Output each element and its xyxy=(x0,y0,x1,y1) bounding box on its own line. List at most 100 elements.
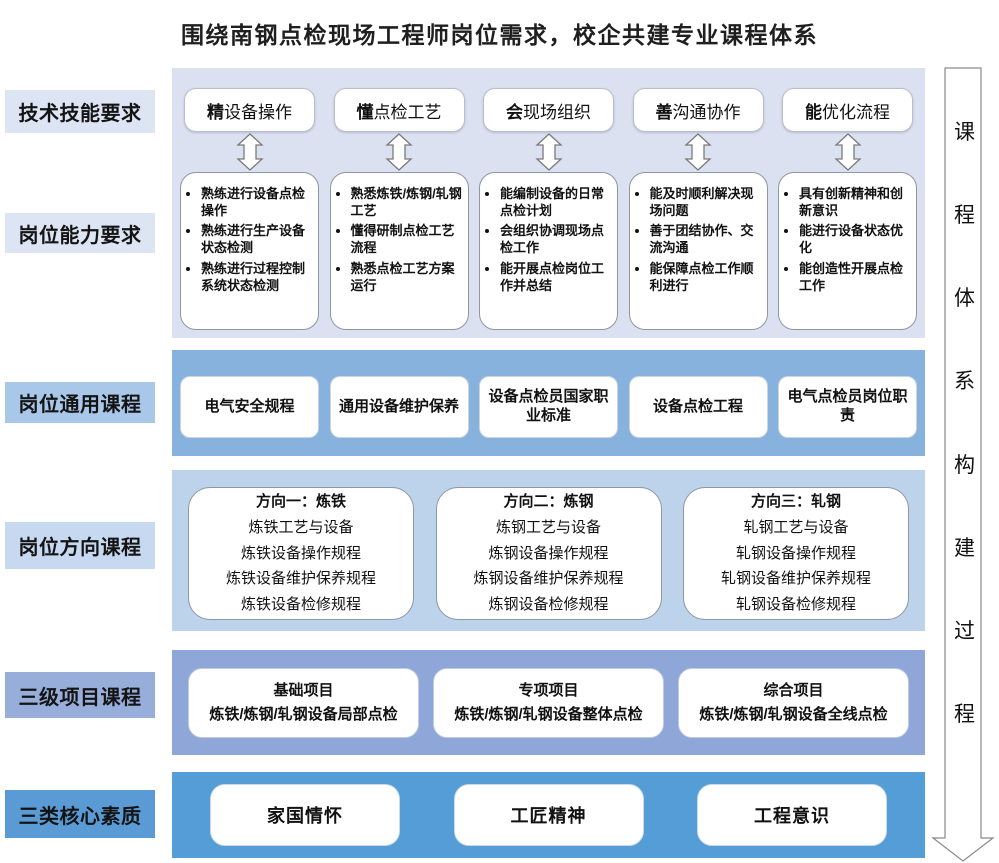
skill-prefix: 懂 xyxy=(356,102,374,122)
process-char: 程 xyxy=(954,702,975,726)
skill-box-process-optimization: 能优化流程 xyxy=(782,88,913,132)
direction-title: 方向二：炼钢 xyxy=(503,493,594,510)
ability-item: 熟练进行生产设备状态检测 xyxy=(201,222,314,256)
skill-rest: 优化流程 xyxy=(822,102,890,122)
skill-prefix: 能 xyxy=(805,102,822,122)
skill-prefix: 会 xyxy=(506,102,523,122)
process-char: 体 xyxy=(954,287,975,311)
row-label-tech-skill-requirements: 技术技能要求 xyxy=(5,90,155,133)
direction-line: 轧钢设备维护保养规程 xyxy=(720,570,871,588)
row-label-text: 技术技能要求 xyxy=(18,103,142,125)
skill-prefix: 善 xyxy=(655,102,673,122)
project-title: 基础项目 xyxy=(273,682,334,699)
direction-box-rolling: 方向三：轧钢 轧钢工艺与设备 轧钢设备操作规程 轧钢设备维护保养规程 轧钢设备检… xyxy=(683,487,909,620)
direction-line: 炼钢工艺与设备 xyxy=(495,518,601,536)
project-title: 专项项目 xyxy=(518,682,579,699)
ability-item: 熟练进行过程控制系统状态检测 xyxy=(201,260,314,294)
course-box-inspector-duties: 电气点检员岗位职责 xyxy=(778,376,917,438)
course-box-equipment-maintenance: 通用设备维护保养 xyxy=(329,376,469,438)
process-char: 课 xyxy=(954,121,975,144)
project-courses-row: 基础项目 炼铁/炼钢/轧钢设备局部点检 专项项目 炼铁/炼钢/轧钢设备整体点检 … xyxy=(188,668,909,738)
ability-box-3: 能编制设备的日常点检计划 会组织协调现场点检工作 能开展点检岗位工作并总结 xyxy=(479,172,618,330)
process-char: 过 xyxy=(954,619,975,643)
direction-line: 炼铁设备维护保养规程 xyxy=(225,570,376,588)
direction-line: 炼钢设备维护保养规程 xyxy=(473,570,624,588)
ability-item: 熟悉炼铁/炼钢/轧钢工艺 xyxy=(351,185,464,219)
ability-item: 熟练进行设备点检操作 xyxy=(201,185,314,219)
project-subtitle: 炼铁/炼钢/轧钢设备全线点检 xyxy=(699,706,888,723)
ability-box-4: 能及时顺利解决现场问题 善于团结协作、交流沟通 能保障点检工作顺利进行 xyxy=(628,172,768,330)
quality-box-craftsmanship: 工匠精神 xyxy=(453,784,644,846)
project-box-comprehensive: 综合项目 炼铁/炼钢/轧钢设备全线点检 xyxy=(678,668,909,738)
skill-prefix: 精 xyxy=(207,102,224,122)
band-project-courses: 基础项目 炼铁/炼钢/轧钢设备局部点检 专项项目 炼铁/炼钢/轧钢设备整体点检 … xyxy=(172,650,925,755)
process-arrow-shape xyxy=(931,67,995,862)
skill-box-site-organization: 会现场组织 xyxy=(483,88,614,132)
general-courses-row: 电气安全规程 通用设备维护保养 设备点检员国家职业标准 设备点检工程 电气点检员… xyxy=(180,376,917,438)
ability-box-1: 熟练进行设备点检操作 熟练进行生产设备状态检测 熟练进行过程控制系统状态检测 xyxy=(180,172,319,330)
ability-item: 善于团结协作、交流沟通 xyxy=(650,222,763,256)
ability-item: 熟悉点检工艺方案运行 xyxy=(351,260,464,294)
ability-box-2: 熟悉炼铁/炼钢/轧钢工艺 懂得研制点检工艺流程 熟悉点检工艺方案运行 xyxy=(329,172,469,330)
process-arrow-label: 课 程 体 系 构 建 过 程 xyxy=(930,68,999,803)
direction-line: 炼铁设备检修规程 xyxy=(240,596,361,614)
skill-rest: 点检工艺 xyxy=(373,102,442,122)
skill-rest: 设备操作 xyxy=(224,102,292,122)
row-label-text: 岗位通用课程 xyxy=(18,394,142,416)
skill-rest: 现场组织 xyxy=(523,102,591,122)
direction-line: 轧钢工艺与设备 xyxy=(743,518,849,536)
direction-line: 炼铁工艺与设备 xyxy=(248,518,354,536)
direction-box-ironmaking: 方向一：炼铁 炼铁工艺与设备 炼铁设备操作规程 炼铁设备维护保养规程 炼铁设备检… xyxy=(188,487,414,620)
row-label-general-courses: 岗位通用课程 xyxy=(5,382,155,423)
process-char: 程 xyxy=(954,204,975,228)
process-char: 建 xyxy=(954,536,975,560)
band-core-qualities: 家国情怀 工匠精神 工程意识 xyxy=(172,772,925,858)
skill-box-communication: 善沟通协作 xyxy=(632,88,764,132)
direction-title: 方向三：轧钢 xyxy=(750,493,841,510)
direction-courses-row: 方向一：炼铁 炼铁工艺与设备 炼铁设备操作规程 炼铁设备维护保养规程 炼铁设备检… xyxy=(188,487,909,620)
band-direction-courses: 方向一：炼铁 炼铁工艺与设备 炼铁设备操作规程 炼铁设备维护保养规程 炼铁设备检… xyxy=(172,470,925,631)
row-label-post-ability-requirements: 岗位能力要求 xyxy=(5,213,155,253)
double-arrow-icon xyxy=(684,133,712,171)
ability-item: 会组织协调现场点检工作 xyxy=(500,222,613,256)
skill-rest: 沟通协作 xyxy=(672,102,741,122)
direction-line: 炼铁设备操作规程 xyxy=(240,544,361,562)
ability-item: 能及时顺利解决现场问题 xyxy=(650,185,763,219)
ability-item: 具有创新精神和创新意识 xyxy=(799,185,912,219)
ability-item: 能保障点检工作顺利进行 xyxy=(650,260,763,294)
direction-box-steelmaking: 方向二：炼钢 炼钢工艺与设备 炼钢设备操作规程 炼钢设备维护保养规程 炼钢设备检… xyxy=(435,487,662,620)
skill-ability-arrows xyxy=(180,133,917,171)
direction-line: 炼钢设备操作规程 xyxy=(488,544,609,562)
direction-line: 炼钢设备检修规程 xyxy=(488,596,609,614)
project-subtitle: 炼铁/炼钢/轧钢设备局部点检 xyxy=(209,706,398,723)
process-char: 构 xyxy=(954,453,975,477)
abilities-row: 熟练进行设备点检操作 熟练进行生产设备状态检测 熟练进行过程控制系统状态检测 熟… xyxy=(180,172,917,330)
quality-box-patriotism: 家国情怀 xyxy=(210,784,400,846)
double-arrow-icon xyxy=(385,133,413,171)
row-label-direction-courses: 岗位方向课程 xyxy=(5,522,155,569)
double-arrow-icon xyxy=(235,133,264,171)
row-label-core-qualities: 三类核心素质 xyxy=(5,790,155,838)
project-subtitle: 炼铁/炼钢/轧钢设备整体点检 xyxy=(454,706,643,723)
double-arrow-icon xyxy=(534,133,563,171)
core-qualities-row: 家国情怀 工匠精神 工程意识 xyxy=(210,784,887,846)
ability-item: 能编制设备的日常点检计划 xyxy=(500,185,613,219)
direction-line: 轧钢设备操作规程 xyxy=(735,544,856,562)
row-label-text: 岗位能力要求 xyxy=(18,224,142,247)
course-box-inspection-engineering: 设备点检工程 xyxy=(628,376,768,438)
project-title: 综合项目 xyxy=(763,682,824,699)
skill-box-inspection-craft: 懂点检工艺 xyxy=(333,88,465,132)
project-box-basic: 基础项目 炼铁/炼钢/轧钢设备局部点检 xyxy=(188,668,419,738)
course-box-national-standard: 设备点检员国家职业标准 xyxy=(479,376,618,438)
ability-item: 能进行设备状态优化 xyxy=(799,222,912,256)
direction-title: 方向一：炼铁 xyxy=(255,493,346,510)
row-label-text: 三类核心素质 xyxy=(18,805,142,828)
project-box-special: 专项项目 炼铁/炼钢/轧钢设备整体点检 xyxy=(433,668,664,738)
ability-item: 懂得研制点检工艺流程 xyxy=(351,222,464,256)
row-label-text: 三级项目课程 xyxy=(18,686,142,709)
skills-row: 精设备操作 懂点检工艺 会现场组织 善沟通协作 能优化流程 xyxy=(180,88,917,132)
process-char: 系 xyxy=(954,370,975,394)
quality-box-engineering-awareness: 工程意识 xyxy=(697,784,887,846)
direction-line: 轧钢设备检修规程 xyxy=(735,596,856,614)
